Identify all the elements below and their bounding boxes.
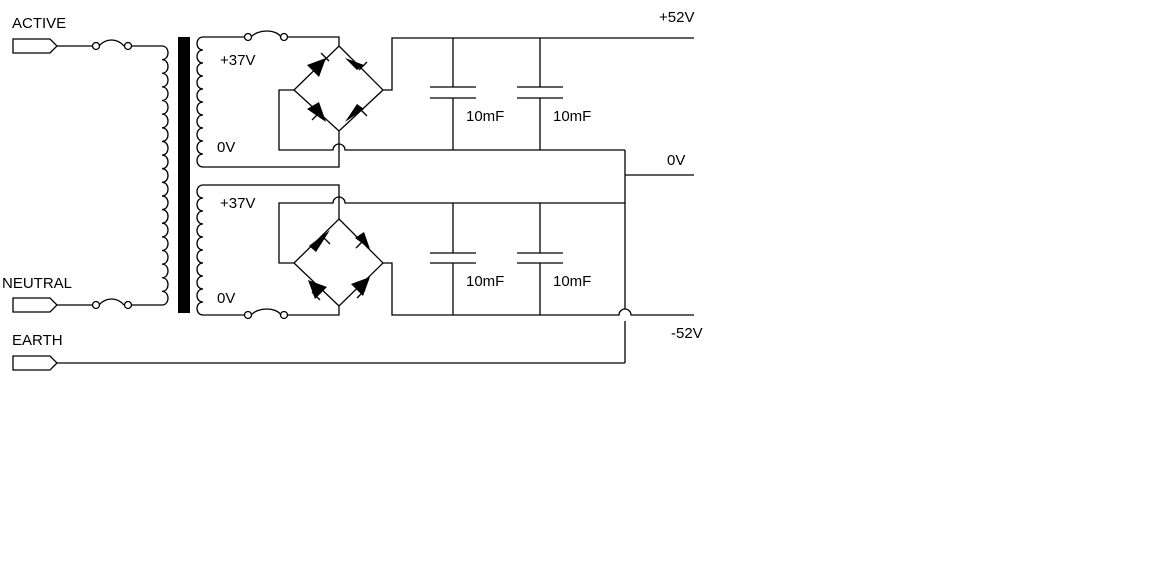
- secondary-winding-top: [196, 36, 204, 168]
- active-terminal: [12, 38, 93, 54]
- earth-label: EARTH: [12, 332, 63, 349]
- neutral-terminal: [12, 297, 93, 313]
- secondary-bottom-zero-label: 0V: [217, 290, 235, 307]
- transformer-core: [178, 37, 190, 313]
- capacitor-bottom-2-label: 10mF: [553, 273, 591, 290]
- active-fuse: [91, 39, 162, 51]
- capacitor-top-2-label: 10mF: [553, 108, 591, 125]
- capacitor-bottom-1: [430, 203, 476, 315]
- primary-winding: [161, 45, 169, 306]
- secondary-winding-bottom: [196, 184, 204, 316]
- bottom-bridge-rectifier: [293, 218, 694, 316]
- active-label: ACTIVE: [12, 15, 66, 32]
- secondary-top-zero-label: 0V: [217, 139, 235, 156]
- capacitor-top-2: [517, 38, 563, 150]
- output-positive-label: +52V: [659, 9, 694, 26]
- zero-volt-rail: [624, 150, 694, 363]
- capacitor-top-1: [430, 38, 476, 150]
- bottom-secondary-wiring: [203, 184, 625, 320]
- capacitor-bottom-1-label: 10mF: [466, 273, 504, 290]
- secondary-top-positive-label: +37V: [220, 52, 255, 69]
- output-negative-label: -52V: [671, 325, 703, 342]
- top-secondary-wiring: [203, 30, 625, 168]
- output-zero-label: 0V: [667, 152, 685, 169]
- capacitor-bottom-2: [517, 203, 563, 315]
- neutral-label: NEUTRAL: [2, 275, 72, 292]
- earth-terminal: [12, 355, 625, 371]
- top-bridge-rectifier: [293, 37, 694, 132]
- secondary-bottom-positive-label: +37V: [220, 195, 255, 212]
- neutral-fuse: [91, 298, 162, 310]
- capacitor-top-1-label: 10mF: [466, 108, 504, 125]
